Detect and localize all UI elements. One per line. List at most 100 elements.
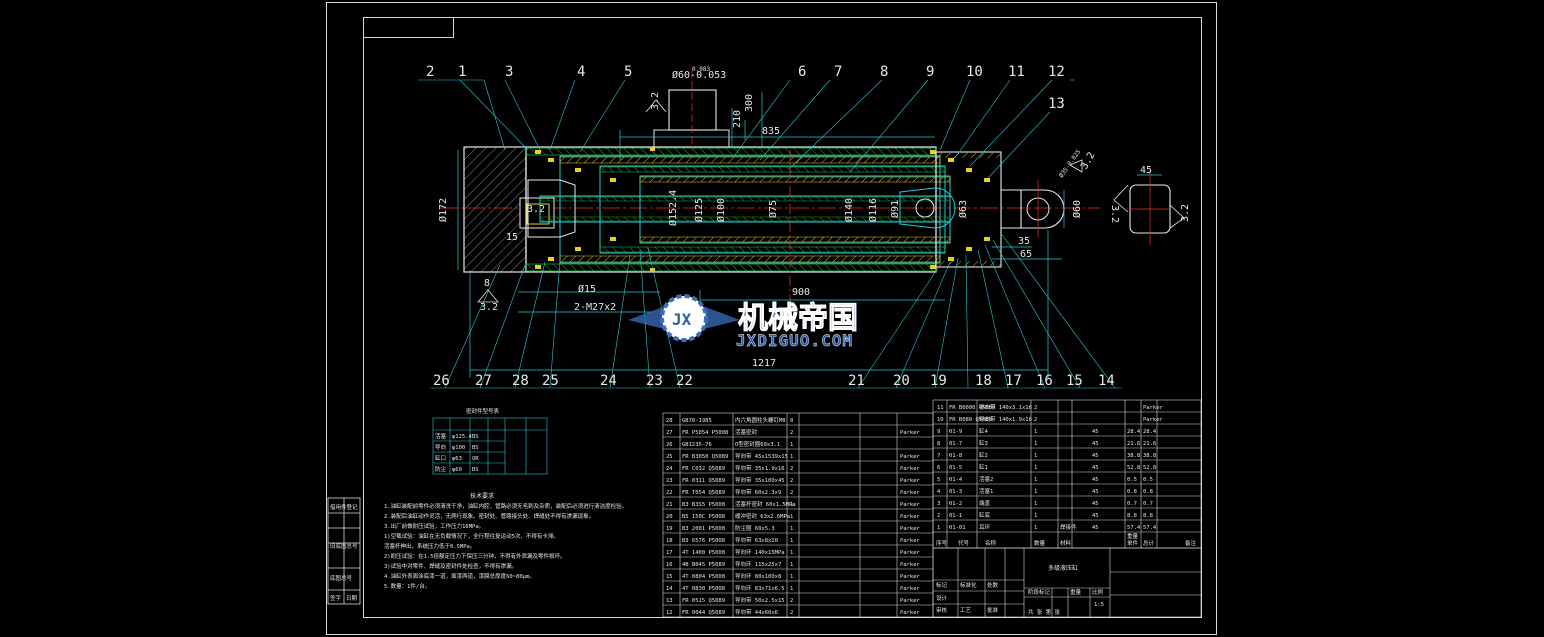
tech-req-line: 1.油缸装配前零件必须清洗干净，油缸内腔、管路必须无毛刺及杂质，装配后必须进行清… [384,502,627,510]
bom-cell: 21.6 [1127,441,1140,447]
bom-cell: 22 [666,490,673,496]
balloon-7: 7 [834,64,842,80]
balloons-bottom: 26 27 28 25 24 23 22 21 20 19 18 17 16 1… [433,373,1115,389]
tech-req-line: 4.油缸外表面涂底漆一道，面漆两道，漆膜总厚度60~80μm。 [384,572,535,580]
leader-lines [418,79,1122,389]
bom-cell: 23 [666,478,673,484]
bom-cell: 4T 1400 P5008 [682,550,725,556]
bom-cell: 21.6 [1143,441,1156,447]
bom-cell: 45 [1092,525,1099,531]
title-designer: 设计 [936,594,948,602]
seal-cell: φ100 [452,445,465,451]
bom-header-sub: 重量 [1127,532,1139,540]
dim-d75: Ø75 [767,200,779,218]
balloon-18: 18 [975,373,992,389]
balloon-27: 27 [475,373,492,389]
seal-table [432,417,548,475]
watermark-cn: 机械帝国 [738,301,858,336]
bom-cell: 45 [1092,513,1099,519]
inner-piston [527,179,576,238]
balloon-20: 20 [893,373,910,389]
bom-cell: 2 [1034,417,1037,423]
title-stage: 阶段标记 [1028,588,1051,596]
balloon-25: 25 [542,373,559,389]
bom-cell: 25 [666,454,673,460]
top-port [668,89,717,131]
bom-cell: 01-9 [949,429,962,435]
bom-cell: Parker [900,502,921,508]
bom-cell: 导向带 60x2.3x9 [735,488,781,496]
seal-cell: BS [472,434,479,440]
bom-cell: FR B080 Q5089 [949,417,992,423]
balloon-19: 19 [930,373,947,389]
balloon-1: 1 [458,64,466,80]
bom-cell: 2 [790,490,793,496]
bom-cell: 4T 0804 P5008 [682,574,725,580]
bom-cell: FR 0515 Q5089 [682,598,725,604]
bom-cell: 38.8 [1143,453,1156,459]
bom-cell: FR 0044 Q5089 [682,610,725,616]
bom-cell: 焊接件 [1060,523,1077,531]
bom-cell: 0.5 [1143,477,1153,483]
bom-cell: Parker [900,514,921,520]
title-std: 标准化 [960,581,977,589]
bom-cell: FR B0000 Q5089 [949,405,995,411]
seal-cell: φ63 [452,456,462,462]
tech-req-line: 2)耐压试验：在1.5倍额定压力下保压三分钟，不得有外泄漏及零件损坏。 [384,552,566,560]
stage-1-tube [559,155,941,264]
bom-cell: 1 [1034,441,1037,447]
dim-r32-b: 3.2 [480,302,498,313]
seal-cell: 防尘 [435,465,447,473]
bom-header-cell: 单件 [1127,539,1139,547]
bom-cell: 缸1 [979,463,988,471]
bom-cell: 活塞1 [979,487,993,495]
bom-cell: Parker [900,562,921,568]
bom-cell: 19 [666,526,673,532]
bom-cell: 2 [790,430,793,436]
bom-cell: Parker [900,466,921,472]
bom-cell: 8.8 [1127,513,1137,519]
bom-cell: 1 [790,538,793,544]
dim-r32-d: 3.2 [1180,204,1191,222]
bom-cell: 导向带 50x2.5x15 [735,596,785,604]
bom-cell: 1 [790,562,793,568]
bom-cell: GB1235-76 [682,442,712,448]
bom-cell: 01-4 [949,477,963,483]
bom-cell: 1 [1034,453,1037,459]
bom-cell: 导向带 44x60x6 [735,608,778,616]
corner-code-box [363,17,454,38]
bom-cell: 1 [790,514,793,520]
balloon-16: 16 [1036,373,1053,389]
bom-cell: Parker [900,430,921,436]
bom-cell: 防尘圈 60x5.3 [735,524,775,532]
bom-cell: 5 [937,477,940,483]
bom-header-cell: 材料 [1060,539,1072,547]
bom-cell: Parker [900,574,921,580]
dim-d152: Ø152.4 [667,190,679,226]
bom-cell: Parker [900,538,921,544]
bom-cell: 2 [937,513,940,519]
bom-cell: 45 [1092,441,1099,447]
dim-300: 300 [744,94,755,112]
dim-15: 15 [506,232,518,243]
bom-cell: 13 [666,598,673,604]
bom-cell: 45 [1092,501,1099,507]
title-weight: 重量 [1070,588,1082,596]
bom-cell: 活塞密封 [735,428,758,436]
bom-cell: 24 [666,466,673,472]
left-registration-strip [327,497,361,605]
bom-cell: Parker [900,490,921,496]
dim-d125: Ø125 [693,198,705,222]
bom-cell: 0.7 [1143,501,1153,507]
tech-req-line: 活塞杆伸出，系统压力低于0.5MPa。 [384,542,475,550]
bom-cell: GB70-1985 [682,418,712,424]
bom-cell: 缸2 [979,451,988,459]
dim-d63: Ø63 [957,200,969,218]
balloon-24: 24 [600,373,617,389]
balloon-3: 3 [505,64,513,80]
bom-cell: 10 [937,417,944,423]
dim-d35: Ø35-0.025 [1058,148,1083,179]
seal-cell: 活塞 [435,432,447,440]
bom-cell: 缸底 [979,511,991,519]
bom-header-cell: 数量 [1034,539,1046,547]
